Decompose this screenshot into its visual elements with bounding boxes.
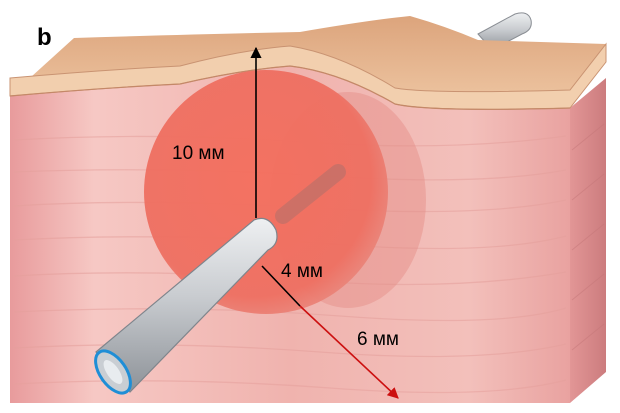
anesthetic-bleb [144,70,426,314]
needle [94,164,346,395]
panel-label: b [37,24,52,51]
tissue-side-face [570,78,606,403]
depth-label: 10 мм [172,143,225,164]
spread-label: 6 мм [357,329,399,350]
radius-label: 4 мм [281,261,323,282]
spread-arrow [261,265,399,399]
skin-top-surface [9,16,607,110]
